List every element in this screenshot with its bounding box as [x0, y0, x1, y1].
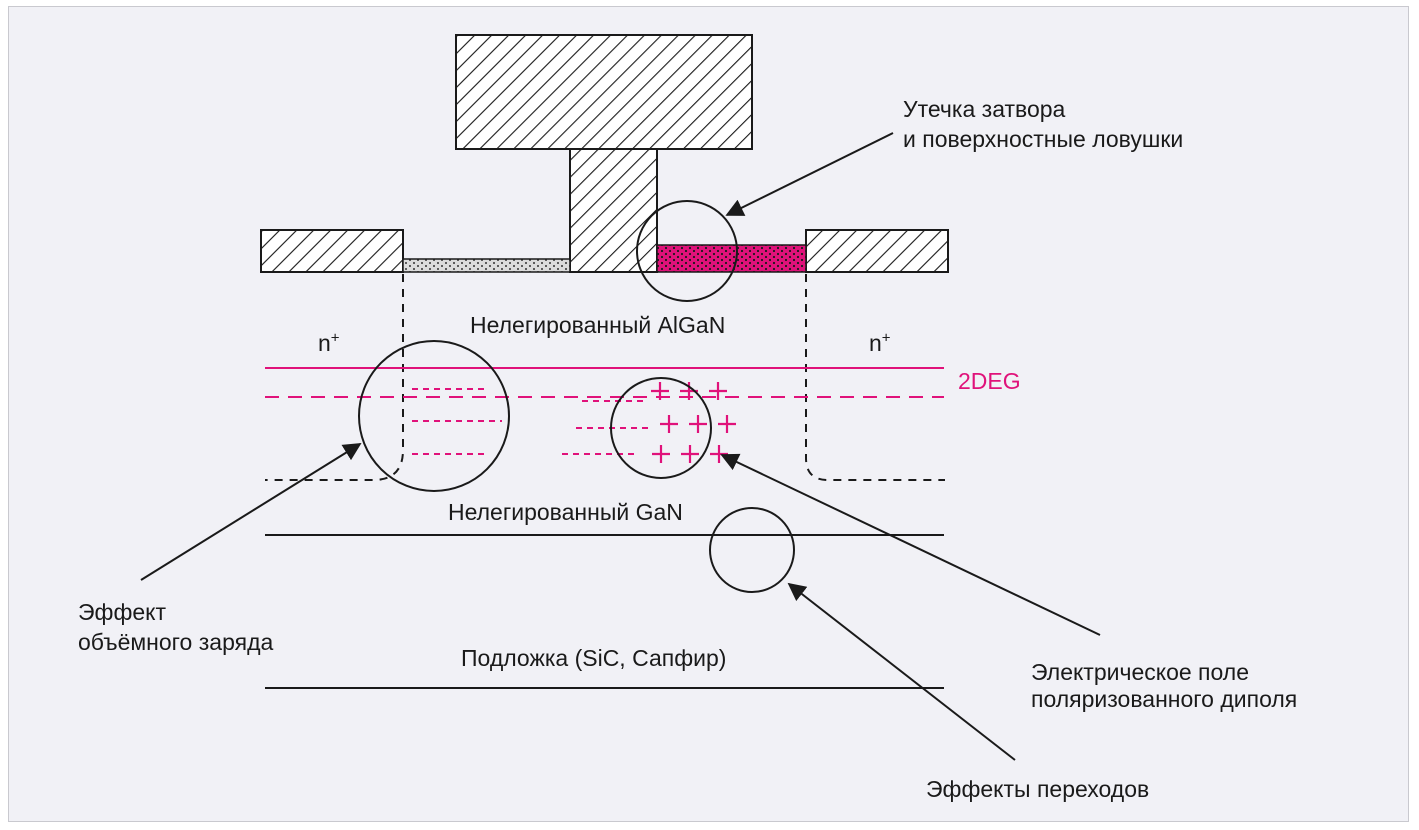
gate-leak-label-line1: Утечка затвора: [903, 96, 1066, 122]
transition-arrow: [787, 582, 1016, 761]
gan-layer-label: Нелегированный GaN: [448, 499, 683, 525]
algan-layer-label: Нелегированный AlGaN: [470, 312, 726, 338]
2deg-label: 2DEG: [958, 368, 1021, 394]
n-plus-left-base: n: [318, 330, 331, 356]
gate-head: [455, 34, 753, 150]
space-charge-arrow: [140, 443, 362, 581]
transition-circle: [709, 507, 795, 593]
space-charge-circle: [358, 340, 510, 492]
gate-leak-circle: [636, 200, 738, 302]
passivation-left: [402, 258, 571, 273]
gate-leak-label-line2: и поверхностные ловушки: [903, 126, 1184, 152]
passivation-right-traps: [656, 244, 807, 273]
dipole-negative-dashes: [562, 400, 648, 455]
transitions-label: Эффекты переходов: [926, 776, 1150, 802]
gate-leak-arrow: [725, 132, 894, 216]
dipole-label-line1: Электрическое поле: [1031, 659, 1249, 685]
source-contact: [260, 229, 404, 273]
dipole-label-line2: поляризованного диполя: [1031, 686, 1298, 712]
n-plus-right-boundary: [805, 274, 945, 481]
substrate-label: Подложка (SiC, Сапфир): [461, 645, 727, 671]
n-plus-left-label: n+: [318, 328, 340, 358]
space-charge-dashes: [412, 388, 502, 455]
space-charge-label-line2: объёмного заряда: [78, 629, 274, 655]
n-plus-left-sup: +: [330, 329, 340, 347]
n-plus-right-base: n: [869, 330, 882, 356]
drain-contact: [805, 229, 949, 273]
dipole-circle: [610, 377, 712, 479]
n-plus-right-label: n+: [869, 328, 891, 358]
gate-stem: [569, 148, 658, 273]
n-plus-left-boundary: [265, 274, 404, 481]
dipole-arrow: [720, 453, 1101, 636]
space-charge-label-line1: Эффект: [78, 599, 167, 625]
n-plus-right-sup: +: [881, 329, 891, 347]
dipole-positive-charges: [651, 382, 736, 463]
